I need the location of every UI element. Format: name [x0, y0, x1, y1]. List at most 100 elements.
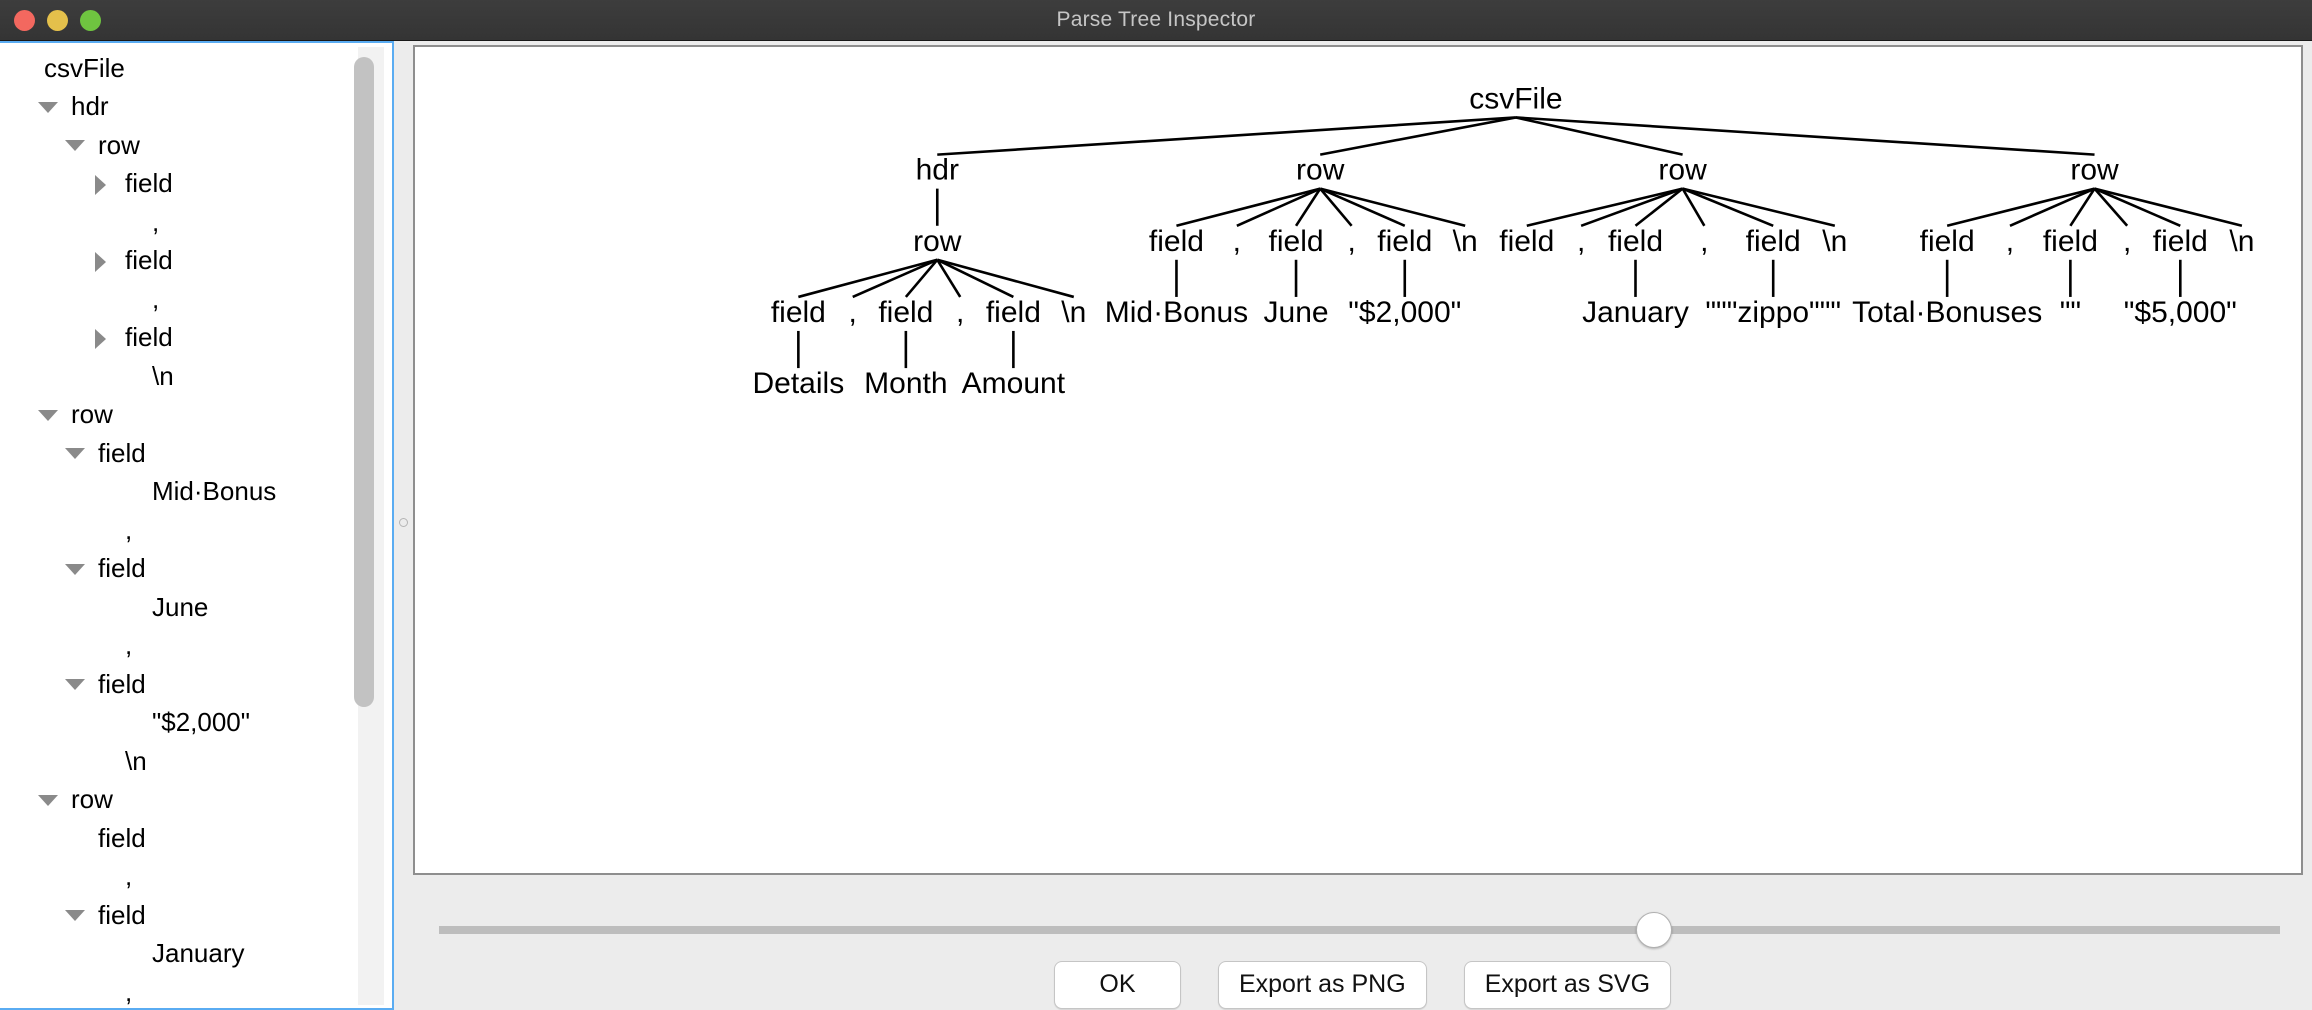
tree-edge — [1526, 187, 1683, 228]
tree-edge — [2069, 187, 2096, 227]
tree-node[interactable]: field — [0, 434, 362, 473]
tree-node[interactable]: row — [0, 126, 362, 165]
tree-node[interactable]: field — [0, 665, 362, 704]
tree-node[interactable]: field — [0, 550, 362, 589]
tree-node[interactable]: field — [0, 242, 362, 281]
export-png-button[interactable]: Export as PNG — [1217, 960, 1427, 1009]
tree-node-label: Mid·Bonus — [152, 476, 277, 507]
tree-node-text: , — [1347, 225, 1355, 258]
export-svg-button[interactable]: Export as SVG — [1463, 960, 1672, 1009]
chevron-down-icon[interactable] — [62, 132, 88, 158]
tree-edge — [1682, 187, 1836, 228]
tree-spacer-icon — [62, 825, 88, 851]
chevron-down-icon[interactable] — [62, 556, 88, 582]
tree-spacer-icon — [116, 479, 142, 505]
tree-node-text: field — [1149, 225, 1204, 258]
tree-node-label: field — [125, 322, 173, 353]
tree-node-text: field — [986, 296, 1041, 329]
tree-node-text: January — [1582, 296, 1689, 329]
tree-edge — [1294, 187, 1322, 227]
tree-node-text: , — [1233, 225, 1241, 258]
tree-node[interactable]: , — [0, 627, 362, 666]
tree-node-text: field — [1269, 225, 1324, 258]
chevron-down-icon[interactable] — [62, 902, 88, 928]
tree-node[interactable]: \n — [0, 742, 362, 781]
sidebar-scrollbar-thumb[interactable] — [354, 57, 374, 707]
tree-edge — [2094, 187, 2243, 228]
chevron-down-icon[interactable] — [35, 402, 61, 428]
tree-node[interactable]: field — [0, 896, 362, 935]
tree-node-text: """zippo""" — [1705, 296, 1841, 329]
tree-node-text: Month — [864, 367, 947, 400]
tree-node[interactable]: , — [0, 973, 362, 1006]
chevron-right-icon[interactable] — [89, 325, 115, 351]
tree-node[interactable]: June — [0, 588, 362, 627]
tree-node-text: field — [2043, 225, 2098, 258]
panel-splitter[interactable] — [394, 41, 413, 1010]
tree-edge — [1515, 116, 2095, 156]
tree-node-text: "$5,000" — [2124, 296, 2237, 329]
tree-edge — [936, 258, 1075, 299]
tree-node[interactable]: "$2,000" — [0, 704, 362, 743]
tree-node[interactable]: csvFile — [0, 49, 362, 88]
tree-node-text: , — [1700, 225, 1708, 258]
tree-node[interactable]: , — [0, 511, 362, 550]
tree-node-text: row — [1658, 154, 1707, 187]
tree-node[interactable]: , — [0, 858, 362, 897]
tree-node-label: , — [125, 630, 133, 661]
tree-node[interactable]: hdr — [0, 88, 362, 127]
chevron-down-icon[interactable] — [62, 440, 88, 466]
tree-edge — [2009, 187, 2096, 227]
tree-node-label: field — [98, 899, 146, 930]
tree-node[interactable]: , — [0, 203, 362, 242]
chevron-down-icon[interactable] — [62, 671, 88, 697]
zoom-slider-thumb[interactable] — [1636, 912, 1673, 948]
tree-edge — [936, 258, 1014, 299]
chevron-down-icon[interactable] — [35, 787, 61, 813]
maximize-window-button[interactable] — [80, 10, 101, 31]
tree-spacer-icon — [116, 363, 142, 389]
chevron-right-icon[interactable] — [89, 171, 115, 197]
close-window-button[interactable] — [14, 10, 35, 31]
zoom-slider-track[interactable] — [439, 926, 2280, 934]
splitter-grip-icon[interactable] — [399, 518, 408, 527]
chevron-down-icon[interactable] — [35, 94, 61, 120]
tree-node-text: , — [2123, 225, 2131, 258]
tree-node-label: field — [125, 168, 173, 199]
zoom-slider-row[interactable] — [413, 903, 2303, 955]
tree-node[interactable]: field — [0, 165, 362, 204]
tree-edge — [1580, 187, 1684, 228]
tree-node[interactable]: January — [0, 935, 362, 974]
tree-node[interactable]: \n — [0, 357, 362, 396]
tree-node[interactable]: field — [0, 819, 362, 858]
tree-node[interactable]: row — [0, 781, 362, 820]
tree-node-text: hdr — [916, 154, 959, 187]
tree-node-label: \n — [125, 745, 147, 776]
tree-node-text: \n — [1453, 225, 1478, 258]
tree-spacer-icon — [8, 55, 34, 81]
tree-node-text: \n — [1061, 296, 1086, 329]
tree-node-label: , — [125, 514, 133, 545]
ok-button[interactable]: OK — [1053, 960, 1181, 1009]
tree-node-label: row — [98, 129, 140, 160]
chevron-right-icon[interactable] — [89, 248, 115, 274]
tree-node-text: field — [878, 296, 933, 329]
tree-node-text: Amount — [962, 367, 1066, 400]
tree-node[interactable]: field — [0, 319, 362, 358]
minimize-window-button[interactable] — [47, 10, 68, 31]
tree-node[interactable]: , — [0, 280, 362, 319]
tree-node-text: , — [956, 296, 964, 329]
window-titlebar: Parse Tree Inspector — [0, 0, 2312, 41]
sidebar-scrollbar-track[interactable] — [354, 47, 384, 1005]
tree-node[interactable]: Mid·Bonus — [0, 473, 362, 512]
tree-node-label: \n — [152, 360, 174, 391]
tree-node[interactable]: row — [0, 396, 362, 435]
tree-node-label: June — [152, 591, 209, 622]
tree-node-text: Total·Bonuses — [1852, 296, 2042, 329]
tree-node-text: June — [1264, 296, 1329, 329]
